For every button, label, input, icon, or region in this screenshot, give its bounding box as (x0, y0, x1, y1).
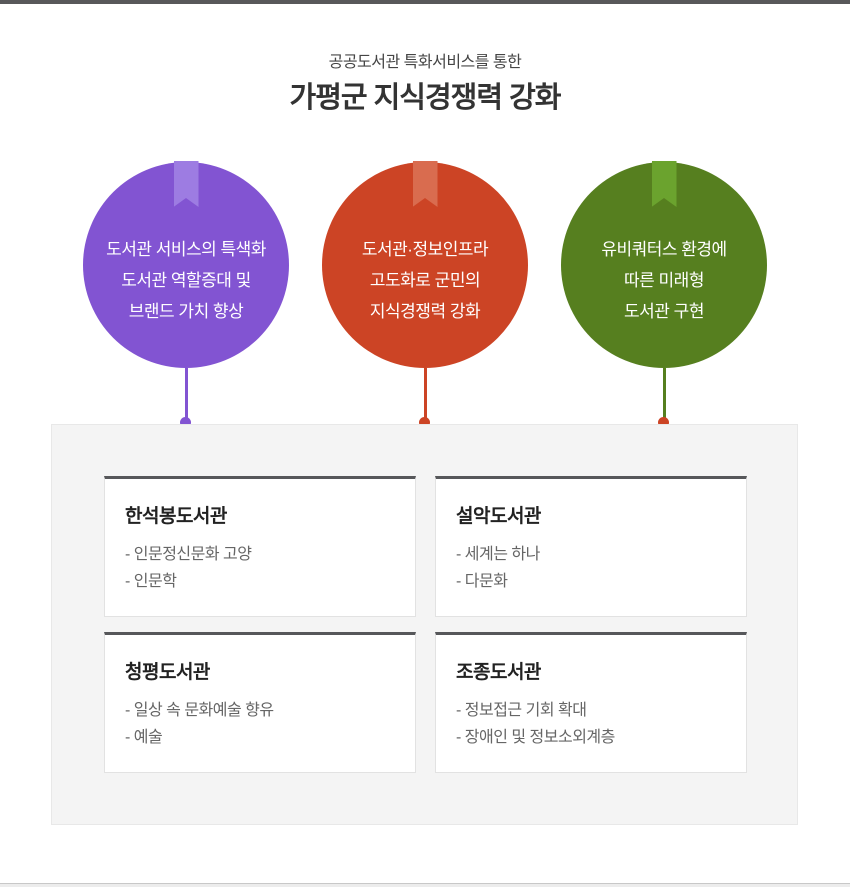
library-item: - 다문화 (456, 573, 508, 590)
library-card-jojong: 조종도서관 - 정보접근 기회 확대 - 장애인 및 정보소외계층 (435, 632, 747, 773)
goal-text-line: 도서관 역할증대 및 (121, 270, 251, 290)
connector-line (184, 368, 188, 424)
goal-circle-info-infrastructure: 도서관·정보인프라 고도화로 군민의 지식경쟁력 강화 (322, 162, 528, 428)
library-card-hanseokbong: 한석봉도서관 - 인문정신문화 고양 - 인문학 (104, 476, 416, 617)
connector-line (662, 368, 666, 424)
library-name: 한석봉도서관 (125, 506, 227, 527)
library-item: - 세계는 하나 (456, 546, 540, 563)
goal-text-line: 브랜드 가치 향상 (128, 301, 244, 321)
page-title: 가평군 지식경쟁력 강화 (289, 82, 562, 114)
bottom-divider-bar (0, 883, 850, 887)
library-item: - 일상 속 문화예술 향유 (125, 702, 274, 719)
top-divider-bar (0, 0, 850, 4)
goal-text-line: 유비쿼터스 환경에 (601, 239, 727, 259)
goal-text-line: 도서관·정보인프라 (361, 239, 489, 259)
connector-dot (180, 417, 191, 428)
library-card-seorak: 설악도서관 - 세계는 하나 - 다문화 (435, 476, 747, 617)
connector-dot (658, 417, 669, 428)
goal-text-line: 도서관 구현 (624, 301, 704, 321)
goal-text-line: 따른 미래형 (624, 270, 704, 290)
library-card-cheongpyeong: 청평도서관 - 일상 속 문화예술 향유 - 예술 (104, 632, 416, 773)
library-name: 설악도서관 (456, 506, 541, 527)
library-item: - 인문학 (125, 573, 177, 590)
goal-circle-library-specialization: 도서관 서비스의 특색화 도서관 역할증대 및 브랜드 가치 향상 (83, 162, 289, 428)
goal-text-line: 지식경쟁력 강화 (369, 301, 481, 321)
goal-circle-ubiquitous-future: 유비쿼터스 환경에 따른 미래형 도서관 구현 (561, 162, 767, 428)
library-name: 청평도서관 (125, 662, 210, 683)
library-item: - 장애인 및 정보소외계층 (456, 729, 615, 746)
connector-dot (419, 417, 430, 428)
goal-text-line: 고도화로 군민의 (369, 270, 481, 290)
goal-text-line: 도서관 서비스의 특색화 (106, 239, 266, 259)
goal-circle: 유비쿼터스 환경에 따른 미래형 도서관 구현 (561, 162, 767, 368)
library-item: - 정보접근 기회 확대 (456, 702, 587, 719)
library-item: - 인문정신문화 고양 (125, 546, 252, 563)
library-name: 조종도서관 (456, 662, 541, 683)
libraries-panel: 한석봉도서관 - 인문정신문화 고양 - 인문학 설악도서관 - 세계는 하나 … (51, 424, 798, 825)
header-subtitle: 공공도서관 특화서비스를 통한 (328, 54, 522, 71)
library-item: - 예술 (125, 729, 163, 746)
connector-line (423, 368, 427, 424)
